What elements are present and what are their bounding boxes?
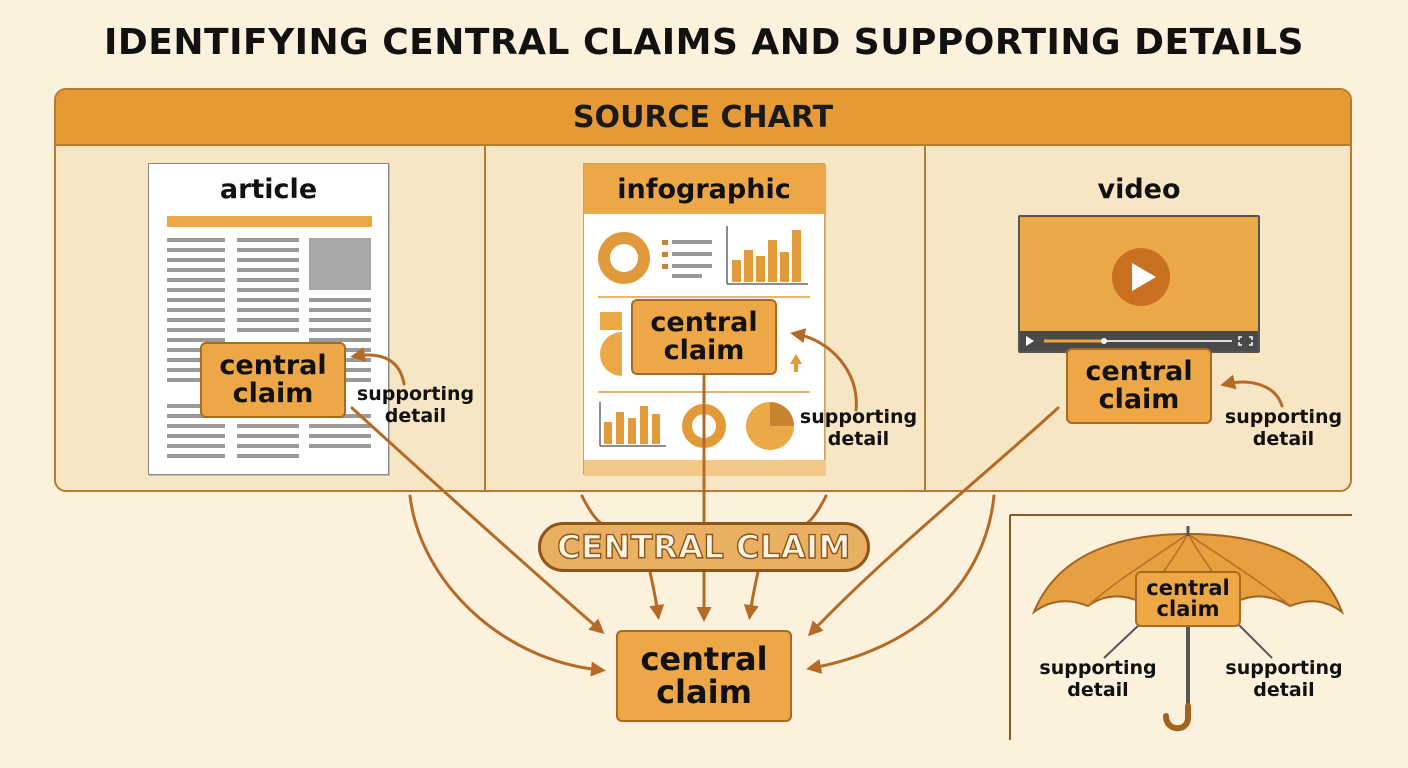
article-document <box>148 163 389 475</box>
video-detail-arrow <box>1220 374 1284 408</box>
video-claim-line2: claim <box>1098 384 1180 415</box>
umbrella-left-line2: detail <box>1067 678 1129 701</box>
pill-left-arrow <box>648 570 665 620</box>
video-outer-arrow <box>806 494 996 674</box>
umbrella-right-line1: supporting <box>1225 657 1343 679</box>
umbrella-right-line2: detail <box>1253 678 1315 701</box>
play-button-icon[interactable] <box>1020 217 1258 351</box>
umbrella-claim-line1: central <box>1146 575 1230 600</box>
panel-divider-2 <box>924 146 926 490</box>
video-detail-line1: supporting <box>1224 406 1343 428</box>
umbrella-claim-line2: claim <box>1156 597 1220 621</box>
article-outer-arrow <box>408 494 606 677</box>
infographic-claim-line2: claim <box>663 335 745 366</box>
article-label: article <box>219 174 318 205</box>
video-to-claim-arrow <box>807 406 1060 637</box>
infographic-label: infographic <box>617 174 791 205</box>
article-detail-arrow <box>350 347 406 386</box>
bottom-claim-line1: central <box>640 640 768 679</box>
pill-right-arrow <box>743 570 760 620</box>
umbrella-frame <box>1009 514 1352 740</box>
central-claim-pill: CENTRAL CLAIM <box>538 522 870 572</box>
article-detail-line1: supporting <box>356 383 475 405</box>
panel-divider-1 <box>484 146 486 490</box>
video-control-bar <box>1020 331 1258 351</box>
video-claim-line1: central <box>1085 356 1193 388</box>
infographic-detail-arrow <box>790 328 858 412</box>
page-title: IDENTIFYING CENTRAL CLAIMS AND SUPPORTIN… <box>104 22 1304 63</box>
video-controls-icon[interactable] <box>1020 331 1258 351</box>
article-detail-line2: detail <box>384 404 447 427</box>
video-player[interactable] <box>1018 215 1260 353</box>
source-chart-header: SOURCE CHART <box>56 90 1350 146</box>
article-claim-line2: claim <box>232 378 314 409</box>
infographic-right-connector <box>804 494 828 526</box>
infographic-detail-line1: supporting <box>799 406 918 428</box>
video-detail-line2: detail <box>1252 427 1315 450</box>
article-to-claim-arrow <box>350 406 605 634</box>
bottom-claim-line2: claim <box>656 673 752 711</box>
umbrella-left-line1: supporting <box>1039 657 1157 679</box>
article-claim-line1: central <box>219 350 327 382</box>
infographic-detail-line2: detail <box>827 427 890 450</box>
infographic-left-connector <box>580 494 604 526</box>
infographic-claim-line1: central <box>650 307 758 339</box>
video-label: video <box>1097 174 1181 205</box>
